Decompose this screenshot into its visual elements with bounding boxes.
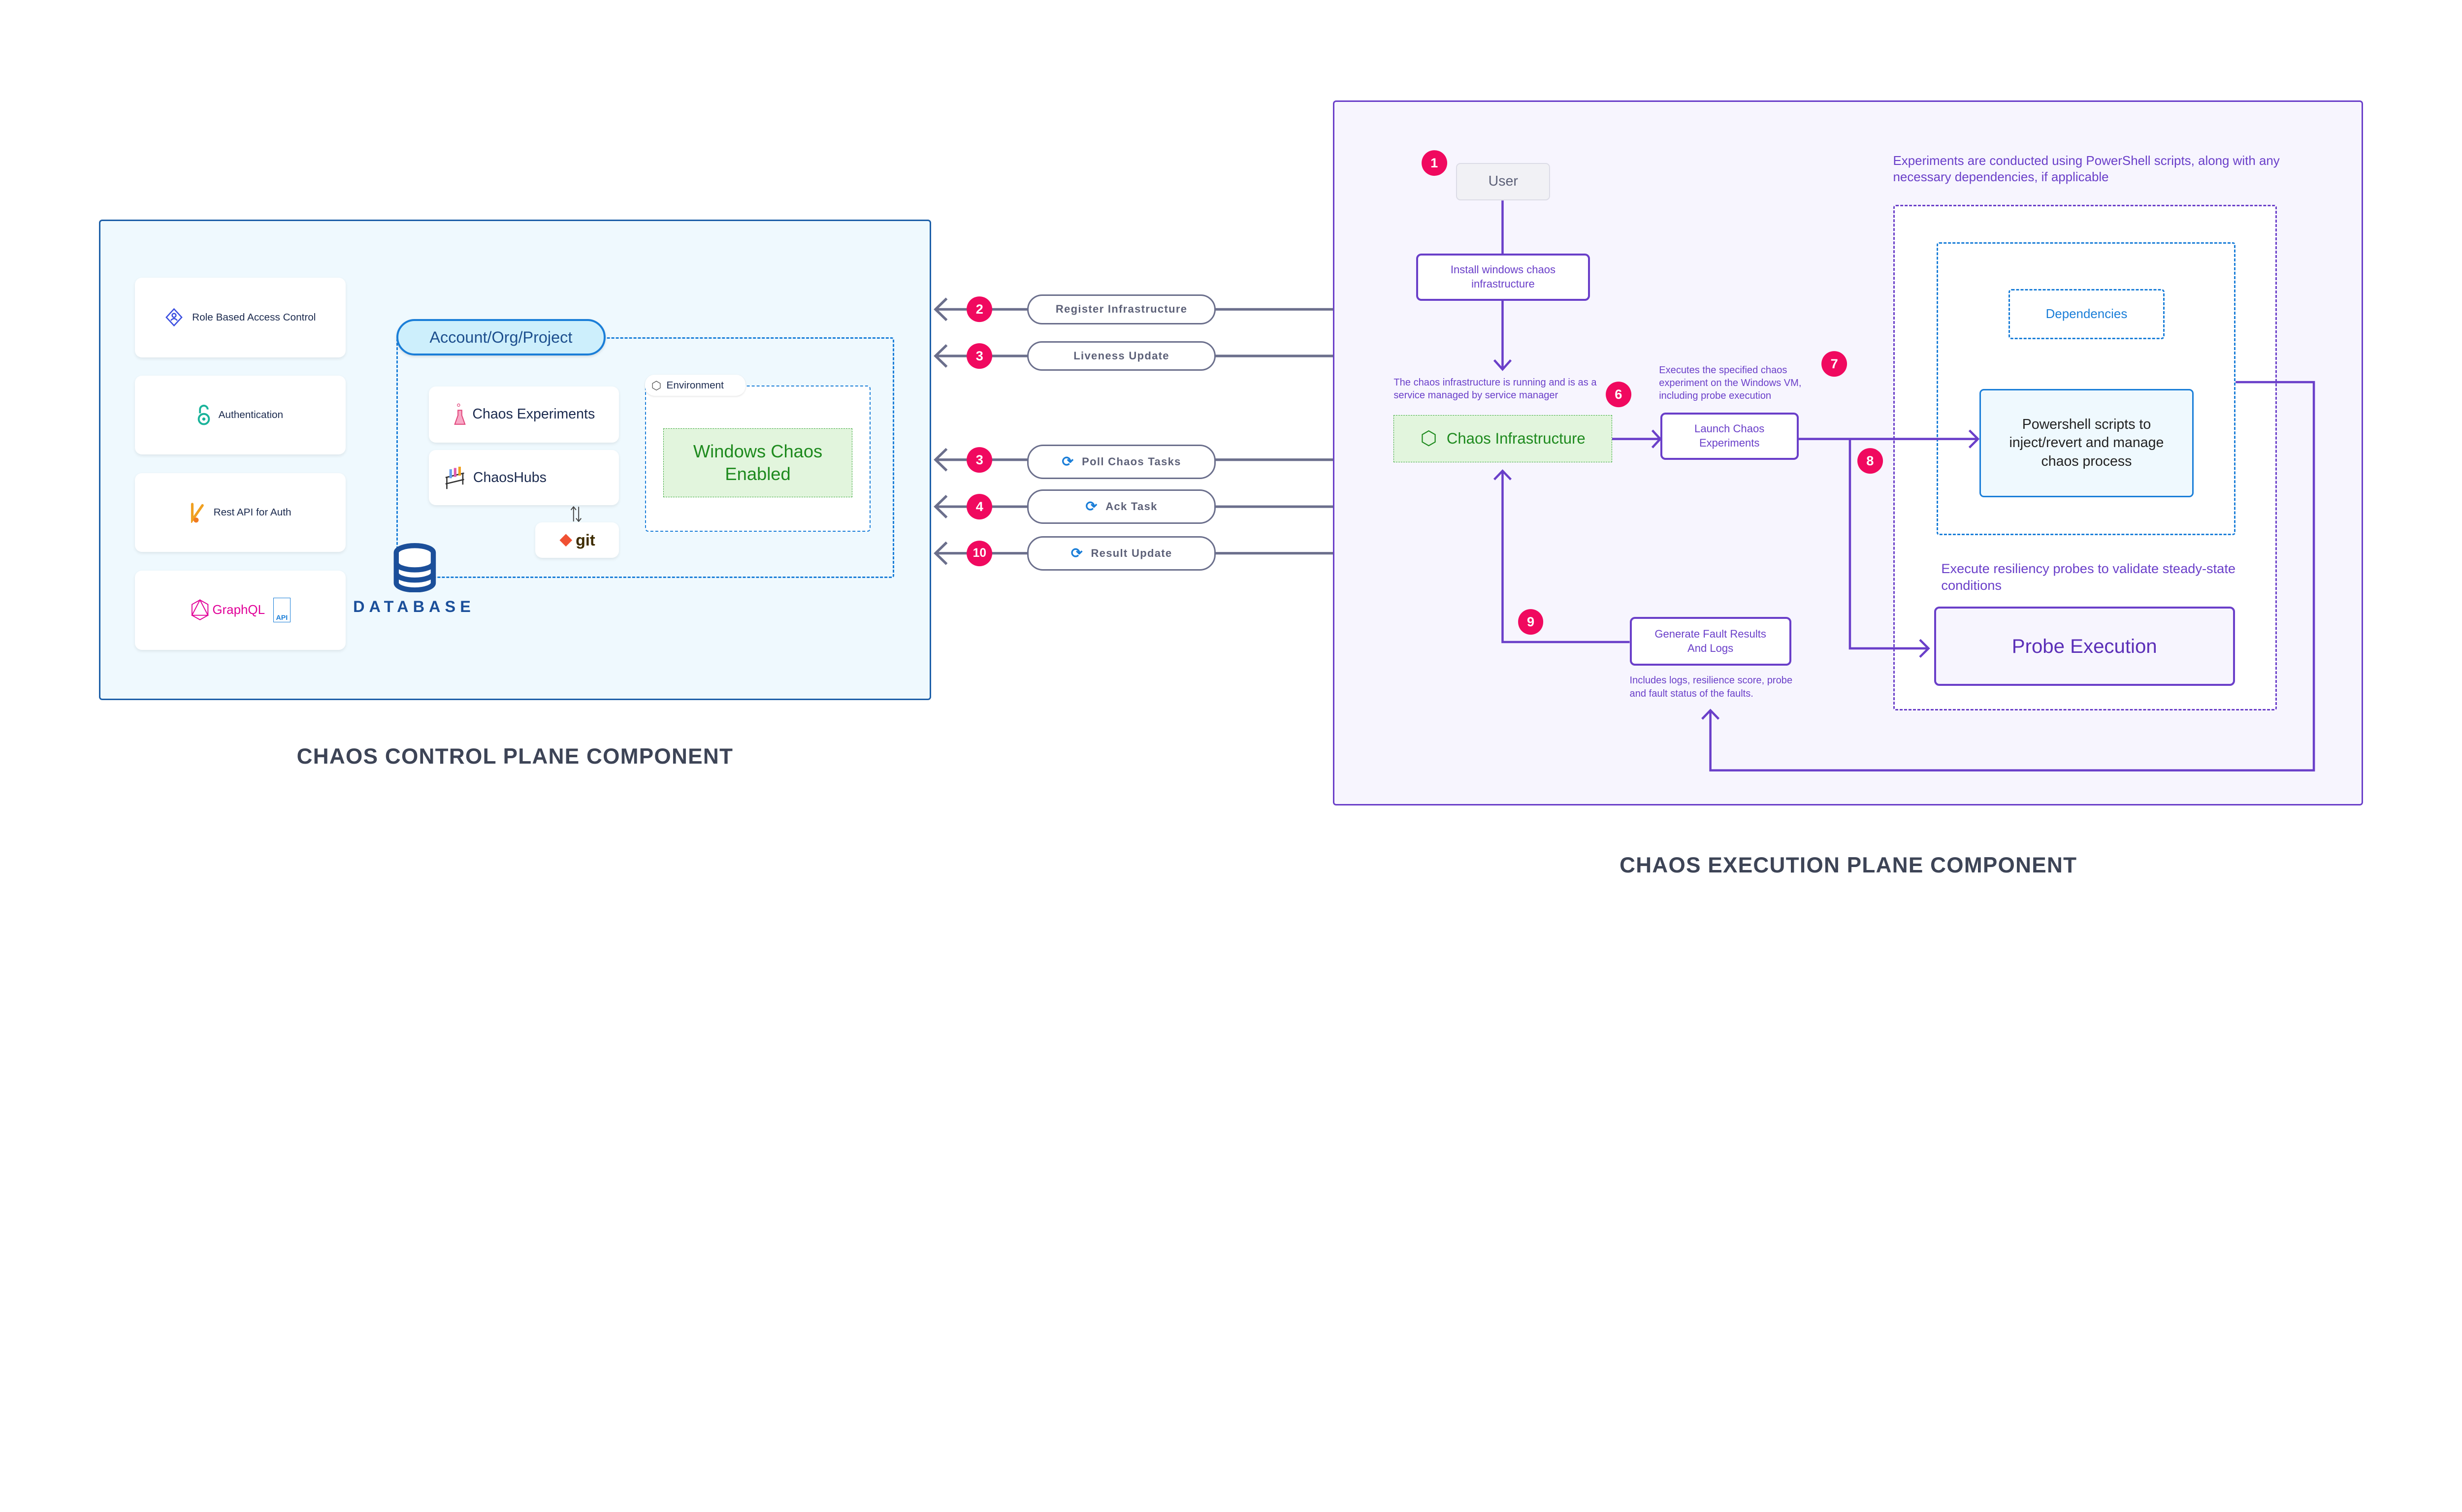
- message-label: Liveness Update: [1073, 349, 1169, 362]
- step-badge: 1: [1421, 150, 1447, 176]
- feature-label: GraphQL: [212, 603, 265, 617]
- feature-label: Role Based Access Control: [192, 311, 316, 323]
- api-doc-icon: API: [273, 597, 291, 623]
- sync-icon: ⟳: [1070, 545, 1083, 561]
- message-liveness-update: Liveness Update: [1027, 341, 1216, 371]
- windows-chaos-enabled: Windows Chaos Enabled: [663, 428, 852, 497]
- launch-note: Executes the specified chaos experiment …: [1659, 365, 1802, 402]
- scope-dashed-box: [396, 337, 895, 579]
- database-label: DATABASE: [353, 597, 475, 615]
- module-label: ChaosHubs: [473, 469, 547, 485]
- feature-card-rest-api: Rest API for Auth: [135, 473, 346, 552]
- infra-note: The chaos infrastructure is running and …: [1393, 377, 1597, 401]
- launch-experiments-box: Launch Chaos Experiments: [1660, 413, 1799, 460]
- feature-label: Rest API for Auth: [213, 507, 292, 518]
- chaos-infrastructure-box: ⬡ Chaos Infrastructure: [1393, 415, 1612, 462]
- execution-plane-title: CHAOS EXECUTION PLANE COMPONENT: [1620, 853, 2077, 877]
- inner-dashed-box: [1936, 242, 2236, 536]
- message-poll-chaos-tasks: ⟳ Poll Chaos Tasks: [1027, 445, 1216, 480]
- probe-note: Execute resiliency probes to validate st…: [1941, 560, 2236, 593]
- message-result-update: ⟳ Result Update: [1027, 536, 1216, 571]
- message-label: Register Infrastructure: [1055, 303, 1188, 316]
- user-box: User: [1456, 162, 1551, 201]
- feature-card-rbac: Role Based Access Control: [135, 278, 346, 357]
- step-badge: 9: [1518, 609, 1544, 635]
- database-icon: [393, 543, 436, 593]
- chaos-infrastructure-label: Chaos Infrastructure: [1446, 429, 1586, 447]
- sync-icon: ⟳: [1062, 454, 1074, 470]
- hexagon-icon: ⬡: [1420, 428, 1437, 450]
- scope-pill: Account/Org/Project: [396, 319, 606, 356]
- api-branch-icon: [191, 502, 204, 523]
- dependencies-box: Dependencies: [2008, 289, 2165, 340]
- powershell-scripts-box: Powershell scripts to inject/revert and …: [1979, 388, 2194, 498]
- step-badge: 6: [1605, 382, 1631, 408]
- feature-label: Authentication: [218, 409, 284, 420]
- git-card: git: [535, 522, 619, 558]
- message-label: Poll Chaos Tasks: [1082, 455, 1181, 468]
- message-ack-task: ⟳ Ack Task: [1027, 489, 1216, 524]
- message-label: Ack Task: [1105, 500, 1158, 513]
- generate-results-box: Generate Fault Results And Logs: [1629, 617, 1791, 666]
- step-badge: 8: [1857, 448, 1883, 474]
- step-badge: 4: [967, 494, 993, 519]
- install-infrastructure-box: Install windows chaos infrastructure: [1416, 254, 1590, 301]
- module-chaoshubs: ChaosHubs: [429, 450, 619, 506]
- environment-text: Environment: [666, 379, 724, 391]
- graphql-icon: [191, 599, 209, 621]
- environment-label: ⬡ Environment: [645, 375, 746, 396]
- scripts-note: Experiments are conducted using PowerShe…: [1893, 154, 2280, 184]
- step-badge: 10: [967, 540, 993, 566]
- generate-note: Includes logs, resilience score, probe a…: [1629, 675, 1793, 699]
- step-badge: 3: [967, 343, 993, 369]
- step-badge: 2: [967, 296, 993, 322]
- probe-execution-box: Probe Execution: [1934, 607, 2235, 686]
- rbac-icon: [165, 308, 183, 327]
- sync-icon: ⟳: [1085, 499, 1098, 515]
- feature-card-graphql: GraphQL API: [135, 570, 346, 650]
- git-icon: [559, 534, 573, 547]
- message-label: Result Update: [1091, 547, 1172, 559]
- flow-lines: [1493, 200, 2315, 772]
- step-badge: 3: [967, 447, 993, 473]
- git-label: git: [576, 531, 595, 549]
- message-lines: [934, 297, 1333, 565]
- test-tube-rack-icon: [445, 467, 465, 489]
- message-register-infrastructure: Register Infrastructure: [1027, 294, 1216, 324]
- control-plane-title: CHAOS CONTROL PLANE COMPONENT: [296, 744, 734, 769]
- step-badge: 7: [1821, 351, 1847, 377]
- module-label: Chaos Experiments: [472, 406, 595, 422]
- module-chaos-experiments: Chaos Experiments: [429, 386, 619, 443]
- feature-card-authentication: Authentication: [135, 375, 346, 455]
- open-lock-icon: [197, 405, 210, 425]
- sync-arrows-icon: [570, 506, 582, 522]
- flask-icon: [454, 403, 466, 425]
- hexagons-icon: ⬡: [651, 379, 662, 392]
